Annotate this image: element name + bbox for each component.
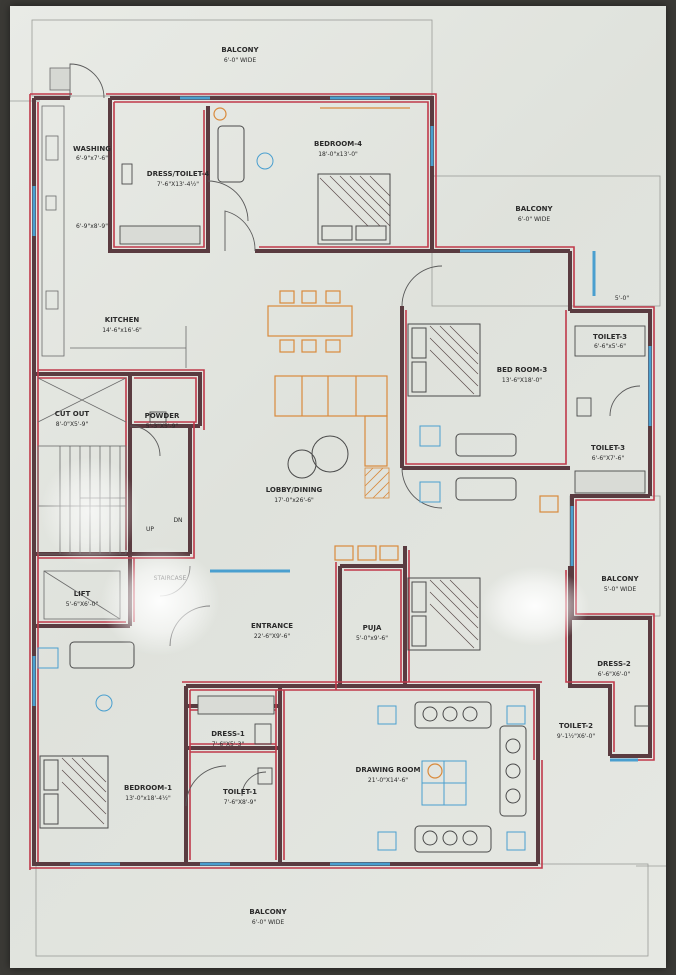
staircase-label: STAIRCASE — [154, 575, 187, 582]
dress-1-size: 7'-6"X5'-3" — [212, 741, 245, 748]
kitchen-label: KITCHEN — [105, 316, 140, 324]
windows — [32, 96, 652, 866]
toilet-3-small-size: 6'-6"x5'-6" — [594, 343, 626, 350]
lobby-label: LOBBY/DINING — [266, 486, 323, 494]
toilet-3-label: TOILET-3 — [591, 444, 625, 452]
powder-size: 5'-3"X5'-9" — [146, 423, 179, 430]
toilet-1-size: 7'-6"X8'-9" — [224, 799, 257, 806]
powder-label: POWDER — [145, 412, 180, 420]
washing-label: WASHING — [73, 145, 111, 153]
bedroom-1-size: 13'-0"x18'-4½" — [125, 795, 171, 802]
dress-2-size: 6'-6"X6'-0" — [598, 671, 631, 678]
dress-toilet-4-label: DRESS/TOILET-4 — [147, 170, 210, 178]
balcony-right-top-label: BALCONY — [515, 205, 553, 213]
puja-size: 5'-0"x9'-6" — [356, 635, 388, 642]
floor-plan: BALCONY 6'-0" WIDE WASHING 6'-9"x7'-6" 6… — [10, 19, 666, 957]
cut-out-size: 8'-0"X5'-9" — [56, 421, 89, 428]
balcony-right-mid-size: 5'-0" WIDE — [604, 586, 636, 593]
bedroom-3-label: BED ROOM-3 — [497, 366, 548, 374]
entrance-label: ENTRANCE — [251, 622, 293, 630]
bedroom-4-label: BEDROOM-4 — [314, 140, 362, 148]
lobby-size: 17'-0"x26'-6" — [274, 497, 314, 504]
toilet-3-small-label: TOILET-3 — [593, 333, 627, 341]
entrance-size: 22'-6"X9'-6" — [254, 633, 291, 640]
lift-label: LIFT — [74, 590, 91, 598]
furniture — [213, 107, 559, 779]
bed-hatching — [61, 175, 479, 825]
bedroom-4-size: 18'-0"x13'-0" — [318, 151, 358, 158]
dress-1-label: DRESS-1 — [211, 730, 245, 738]
toilet-2-label: TOILET-2 — [559, 722, 593, 730]
bedroom-1-label: BEDROOM-1 — [124, 784, 172, 792]
hatch-panel — [364, 467, 390, 499]
beds — [39, 173, 481, 829]
balcony-top-label: BALCONY — [221, 46, 259, 54]
kitchen-counters — [41, 67, 187, 368]
lift-size: 5'-6"X6'-0" — [66, 601, 99, 608]
stair-up-label: UP — [146, 526, 154, 533]
cut-out-label: CUT OUT — [55, 410, 90, 418]
puja-label: PUJA — [363, 624, 382, 632]
bedroom-3-size: 13'-6"X18'-0" — [502, 377, 542, 384]
drawing-room-size: 21'-0"X14'-6" — [368, 777, 408, 784]
washing-size: 6'-9"x7'-6" — [76, 155, 108, 162]
toilet-fixtures — [119, 163, 650, 785]
room-labels: BALCONY 6'-0" WIDE WASHING 6'-9"x7'-6" 6… — [55, 46, 640, 926]
dress-2-label: DRESS-2 — [597, 660, 631, 668]
dimension-right: 5'-0" — [615, 295, 629, 302]
toilet-2-size: 9'-1½"X6'-0" — [557, 733, 596, 740]
toilet-1-label: TOILET-1 — [223, 788, 257, 796]
dress-toilet-4-size: 7'-6"X13'-4½" — [157, 181, 199, 188]
balcony-bottom-size: 6'-0" WIDE — [252, 919, 284, 926]
kitchen-size: 14'-6"x16'-6" — [102, 327, 142, 334]
plan-sheet: BALCONY 6'-0" WIDE WASHING 6'-9"x7'-6" 6… — [10, 6, 666, 968]
walls — [29, 93, 655, 870]
balcony-right-mid-label: BALCONY — [601, 575, 639, 583]
balcony-bottom-label: BALCONY — [249, 908, 287, 916]
blue-tables — [37, 152, 526, 851]
stair-down-label: DN — [173, 517, 182, 524]
drawing-room-label: DRAWING ROOM — [356, 766, 421, 774]
balcony-right-top-size: 6'-0" WIDE — [518, 216, 550, 223]
store-size: 6'-9"x8'-9" — [76, 223, 108, 230]
balcony-top-size: 6'-0" WIDE — [224, 57, 256, 64]
toilet-3-size: 6'-6"X7'-6" — [592, 455, 625, 462]
